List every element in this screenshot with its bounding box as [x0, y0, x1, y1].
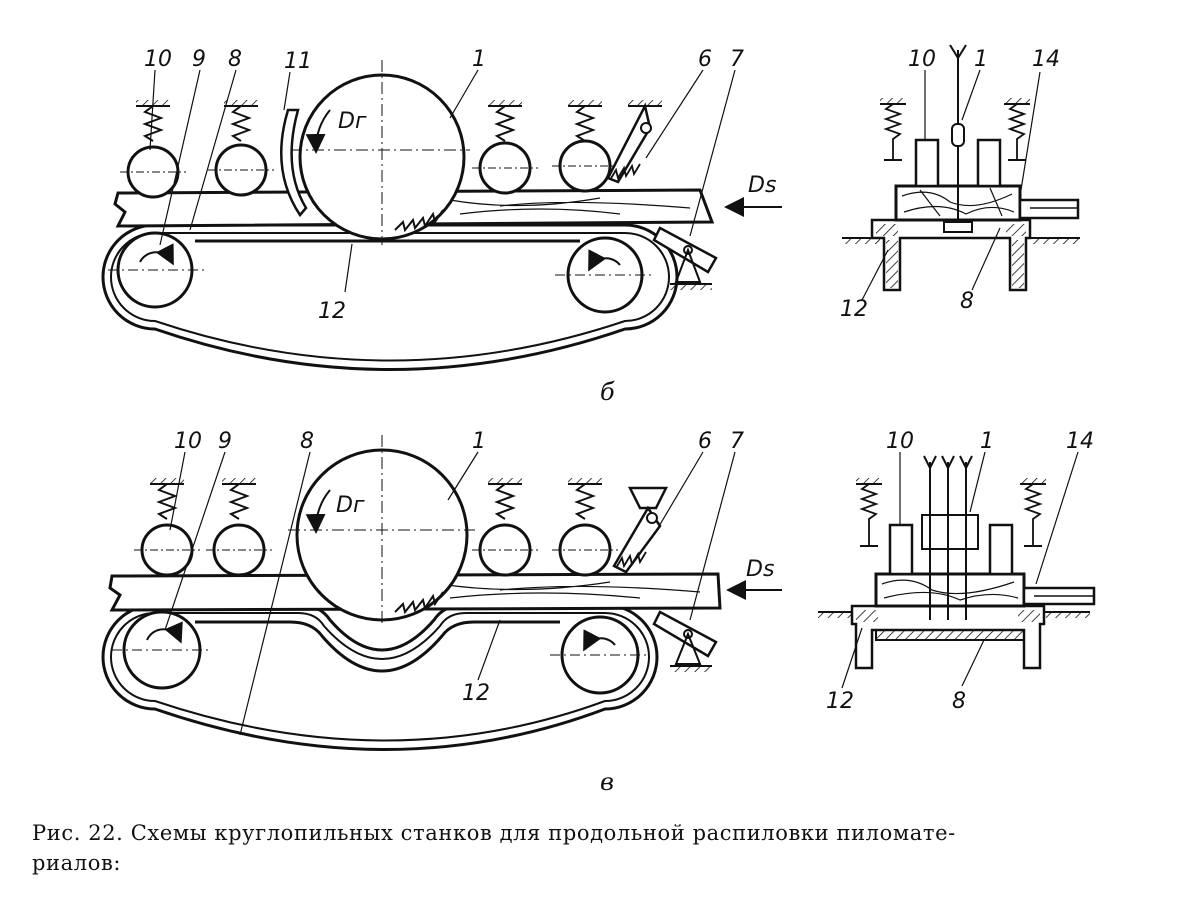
- press-roller-4: [552, 100, 618, 193]
- label-table-bs: 12: [840, 297, 868, 322]
- label-roller-vs: 10: [886, 429, 914, 454]
- lever-v: [652, 610, 718, 672]
- label-pulley-b: 9: [192, 47, 206, 72]
- label-saw-bs: 1: [974, 47, 988, 72]
- saw-blade-b: [290, 60, 470, 245]
- caption-line-2: риалов:: [32, 851, 122, 875]
- view-label-v: в: [600, 768, 614, 796]
- label-lever-b: 7: [730, 47, 744, 72]
- label-saw-v: 1: [472, 429, 486, 454]
- diagram-v-section: 10 1 14 12 8: [818, 429, 1096, 714]
- pulley-left: [108, 231, 205, 309]
- label-rotation-b: Dг: [338, 109, 367, 134]
- press-roller-v1: [134, 478, 200, 577]
- press-roller-1: [120, 100, 186, 199]
- diagram-b-side-view: 10 9 8 11 1 6 7 12 Dг Ds б: [101, 47, 782, 406]
- label-lever-v: 7: [730, 429, 744, 454]
- riving-knife: [280, 108, 308, 218]
- label-feed-b: Ds: [748, 173, 776, 198]
- label-table-v: 12: [462, 681, 490, 706]
- anti-kickback-claw: [606, 100, 662, 184]
- label-roller-b: 10: [144, 47, 172, 72]
- track-outer: [101, 223, 679, 371]
- diagram-b-section: 10 1 14 12 8: [840, 44, 1080, 322]
- label-table-b: 12: [318, 299, 346, 324]
- press-roller-v2: [206, 478, 272, 577]
- pulley-right: [555, 236, 655, 314]
- label-roller-v: 10: [174, 429, 202, 454]
- label-belt-v: 8: [300, 429, 314, 454]
- track-inner-v: [110, 612, 650, 742]
- pulley-left-v: [112, 610, 212, 690]
- press-roller-v4: [552, 478, 618, 577]
- label-claw-b: 6: [698, 47, 712, 72]
- view-label-b: б: [600, 378, 615, 406]
- pulley-right-v: [550, 615, 650, 695]
- press-roller-v3: [472, 478, 538, 577]
- label-guide-b: 11: [284, 49, 312, 74]
- label-roller-bs: 10: [908, 47, 936, 72]
- label-fence-vs: 14: [1066, 429, 1094, 454]
- caption-line-1: Рис. 22. Схемы круглопильных станков для…: [32, 821, 956, 845]
- label-feed-v: Ds: [746, 557, 774, 582]
- label-claw-v: 6: [698, 429, 712, 454]
- saw-blade-v: [288, 435, 475, 625]
- label-saw-b: 1: [472, 47, 486, 72]
- diagram-v-side-view: 10 9 8 1 6 7 12 Dг Ds в: [101, 429, 782, 796]
- label-pulley-v: 9: [218, 429, 232, 454]
- section-board-v: [874, 572, 1026, 608]
- label-fence-bs: 14: [1032, 47, 1060, 72]
- section-table: [870, 218, 1032, 292]
- label-rotation-v: Dг: [336, 493, 365, 518]
- lever: [652, 226, 718, 290]
- anti-kickback-claw-v: [612, 486, 669, 574]
- label-belt-vs: 8: [952, 689, 966, 714]
- press-roller-2: [208, 100, 274, 197]
- label-saw-vs: 1: [980, 429, 994, 454]
- label-belt-b: 8: [228, 47, 242, 72]
- figure-caption: Рис. 22. Схемы круглопильных станков для…: [32, 818, 1172, 878]
- track-inner: [110, 232, 670, 362]
- label-table-vs: 12: [826, 689, 854, 714]
- track-outer-v: [101, 603, 659, 751]
- press-roller-3: [472, 100, 538, 195]
- label-belt-bs: 8: [960, 289, 974, 314]
